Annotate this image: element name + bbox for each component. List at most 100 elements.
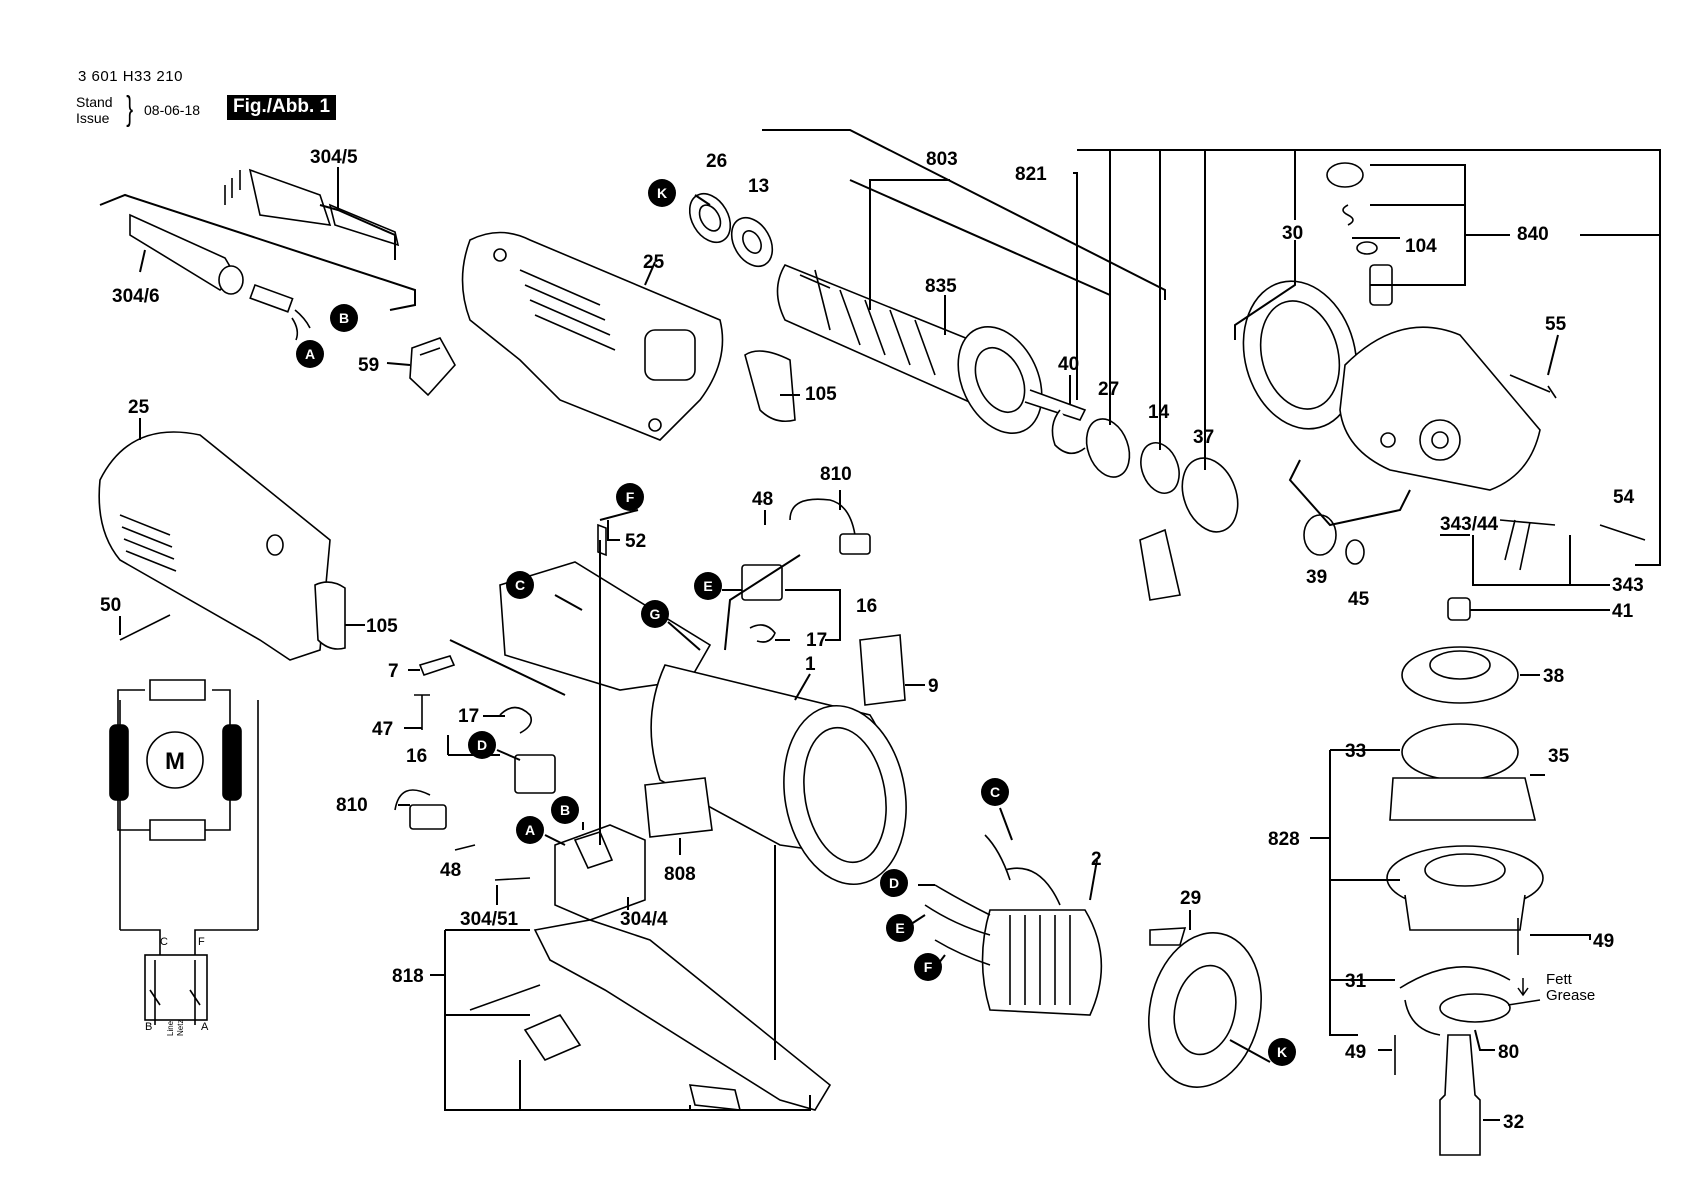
callout-40: 40 (1058, 354, 1079, 375)
terminal-a: A (201, 1021, 209, 1033)
callout-840: 840 (1517, 224, 1549, 245)
callout-17-top: 17 (806, 630, 827, 651)
callout-37: 37 (1193, 427, 1214, 448)
callout-810-lower: 810 (336, 795, 368, 816)
part-spindle-lock-840 (1326, 162, 1393, 306)
terminal-b: B (145, 1021, 152, 1033)
part-washer-80 (1439, 993, 1511, 1023)
part-field-coil-2 (981, 867, 1103, 1016)
part-spring-17-lower (499, 706, 533, 734)
callout-2: 2 (1091, 849, 1102, 870)
stand-issue-label: Stand Issue (76, 94, 113, 126)
callout-1: 1 (805, 654, 816, 675)
callout-16-top: 16 (856, 596, 877, 617)
part-screw-54 (1599, 524, 1646, 541)
svg-text:F: F (924, 959, 933, 975)
part-gear-39 (1303, 514, 1337, 556)
part-lever-343 (1499, 519, 1556, 571)
part-switch-59 (409, 337, 456, 397)
svg-text:A: A (305, 346, 315, 362)
callout-808: 808 (664, 864, 696, 885)
svg-text:K: K (1277, 1044, 1287, 1060)
part-ring-40 (1051, 409, 1086, 455)
callout-31: 31 (1345, 971, 1367, 992)
part-bearing-37 (1181, 457, 1239, 533)
part-brush-holder-810-top (789, 498, 856, 536)
part-clip-7 (418, 655, 456, 676)
grease-note-en: Grease (1546, 987, 1596, 1004)
svg-text:F: F (626, 489, 635, 505)
callout-105-lower: 105 (366, 616, 398, 637)
part-flange-33 (1389, 777, 1537, 821)
part-oring-35 (1401, 723, 1519, 781)
svg-text:B: B (560, 802, 570, 818)
callout-49-lower: 49 (1345, 1042, 1366, 1063)
svg-text:A: A (525, 822, 535, 838)
part-switch-rod-818 (469, 919, 832, 1111)
marker-K-lower: K (1268, 1038, 1296, 1066)
svg-text:E: E (895, 920, 904, 936)
part-bearing-26 (688, 192, 732, 244)
callout-810-top: 810 (820, 464, 852, 485)
part-switch-304-4 (554, 824, 646, 921)
marker-D-top: D (468, 731, 496, 759)
marker-F-lower: F (914, 953, 942, 981)
terminal-c: C (160, 936, 168, 948)
callout-105-top: 105 (805, 384, 837, 405)
callout-45: 45 (1348, 589, 1370, 610)
part-washer-45 (1345, 539, 1365, 565)
part-motor-housing-1 (499, 561, 907, 886)
svg-text:C: C (990, 784, 1000, 800)
part-guard-30 (1242, 280, 1358, 430)
leader-lines (99, 129, 1661, 1121)
wiring-text: M C F B A Line Netz (145, 748, 209, 1036)
part-screw-50 (119, 614, 171, 641)
callout-52: 52 (625, 531, 646, 552)
line-label-en: Line (166, 1020, 175, 1036)
callout-48-top: 48 (752, 489, 773, 510)
part-lead-wires (924, 834, 1011, 966)
callout-27: 27 (1098, 379, 1119, 400)
stand-label: Stand (76, 94, 113, 110)
callout-39: 39 (1306, 567, 1327, 588)
marker-E-lower: E (886, 914, 914, 942)
part-label-105-top (744, 350, 796, 423)
callout-25-top: 25 (643, 252, 665, 273)
issue-label: Issue (76, 110, 110, 126)
marker-C-lower: C (981, 778, 1009, 806)
part-spindle-32 (1439, 1034, 1481, 1156)
part-spring-17-top (749, 624, 776, 643)
marker-A-top: A (296, 340, 324, 368)
marker-E-top: E (694, 572, 722, 600)
callout-17-lower: 17 (458, 706, 479, 727)
callout-32: 32 (1503, 1112, 1524, 1133)
part-bearing-14 (1140, 442, 1180, 494)
callout-14: 14 (1148, 402, 1170, 423)
part-housing-25-lower (98, 431, 331, 661)
callout-828: 828 (1268, 829, 1300, 850)
part-brush-810-top (839, 533, 871, 555)
brace: } (126, 90, 134, 128)
grease-note-de: Fett (1546, 971, 1572, 988)
svg-text:D: D (889, 875, 899, 891)
callout-38: 38 (1543, 666, 1564, 687)
callout-26: 26 (706, 151, 727, 172)
callout-16-lower: 16 (406, 746, 427, 767)
part-sleeve-41 (1447, 597, 1471, 621)
letter-markers: K B A F C E G D B A C D E F K (296, 179, 1296, 1066)
callout-54: 54 (1613, 487, 1635, 508)
marker-B-top: B (330, 304, 358, 332)
callout-50: 50 (100, 595, 121, 616)
part-brush-810-lower (409, 804, 447, 830)
svg-text:G: G (650, 606, 661, 622)
part-number: 3 601 H33 210 (78, 68, 183, 85)
part-filter (1139, 528, 1181, 601)
callout-80: 80 (1498, 1042, 1519, 1063)
callout-835: 835 (925, 276, 957, 297)
parts-drawings (98, 162, 1646, 1156)
marker-C-top: C (506, 571, 534, 599)
svg-text:K: K (657, 185, 667, 201)
callout-9: 9 (928, 676, 939, 697)
callout-13: 13 (748, 176, 769, 197)
